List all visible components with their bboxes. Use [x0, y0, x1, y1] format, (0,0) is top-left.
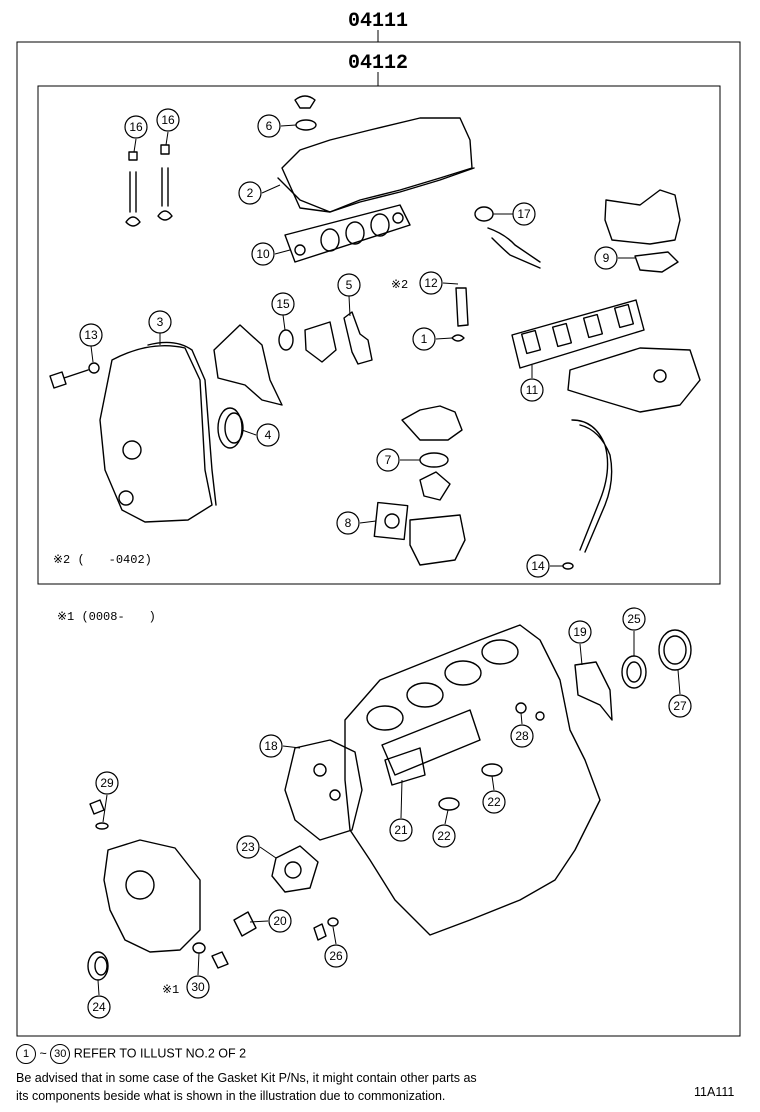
callout-8: 8 [336, 511, 360, 535]
svg-text:16: 16 [129, 120, 143, 134]
svg-text:21: 21 [394, 823, 408, 837]
callout-30-note-mark: ※1 [162, 983, 179, 997]
callout-1: 1 [412, 327, 436, 351]
callout-12: 12 [419, 271, 443, 295]
range-separator: ~ [39, 1046, 47, 1061]
svg-text:2: 2 [247, 186, 254, 200]
callout-27: 27 [668, 694, 692, 718]
callout-29: 29 [95, 771, 119, 795]
callout-15: 15 [271, 292, 295, 316]
figure-id: 11A111 [694, 1085, 735, 1099]
callout-6: 6 [257, 114, 281, 138]
svg-text:28: 28 [515, 729, 529, 743]
svg-text:15: 15 [276, 297, 290, 311]
callout-12-note-mark: ※2 [391, 278, 408, 292]
callout-25: 25 [622, 607, 646, 631]
kit-number-inner: 04112 [348, 52, 408, 75]
callout-17: 17 [512, 202, 536, 226]
callout-2: 2 [238, 181, 262, 205]
svg-text:20: 20 [273, 914, 287, 928]
note-variant-1: ※1 (0008- ) [57, 610, 156, 624]
svg-text:23: 23 [241, 840, 255, 854]
leader-lines [90, 124, 681, 996]
callout-28: 28 [510, 724, 534, 748]
callout-26: 26 [324, 944, 348, 968]
callout-16a: 16 [124, 115, 148, 139]
footer-advice-line-1: Be advised that in some case of the Gask… [16, 1071, 477, 1085]
svg-text:24: 24 [92, 1000, 106, 1014]
svg-text:7: 7 [385, 453, 392, 467]
footer-advice-line-2: its components beside what is shown in t… [16, 1089, 446, 1103]
svg-text:14: 14 [531, 559, 545, 573]
svg-text:29: 29 [100, 776, 114, 790]
footer-refer-line: 1 ~ 30 REFER TO ILLUST NO.2 OF 2 [16, 1044, 246, 1064]
inner-kit-frame [37, 85, 721, 585]
svg-text:13: 13 [84, 328, 98, 342]
callout-3: 3 [148, 310, 172, 334]
callout-18: 18 [259, 734, 283, 758]
svg-text:16: 16 [161, 113, 175, 127]
svg-text:25: 25 [627, 612, 641, 626]
callout-21: 21 [389, 818, 413, 842]
callout-19: 19 [568, 620, 592, 644]
svg-text:11: 11 [526, 383, 539, 397]
svg-text:19: 19 [573, 625, 587, 639]
callout-group-top: 16 16 6 2 17 10 9 5 ※2 12 15 3 13 1 11 4… [79, 108, 618, 578]
range-start-callout: 1 [16, 1044, 36, 1064]
svg-text:6: 6 [266, 119, 273, 133]
svg-text:1: 1 [421, 332, 428, 346]
range-end-callout: 30 [50, 1044, 71, 1064]
callout-7: 7 [376, 448, 400, 472]
callout-9: 9 [594, 246, 618, 270]
callout-22b: 22 [432, 824, 456, 848]
svg-text:12: 12 [424, 276, 438, 290]
svg-text:22: 22 [437, 829, 451, 843]
part-sketches-bottom [87, 624, 692, 981]
svg-text:26: 26 [329, 949, 343, 963]
svg-text:27: 27 [673, 699, 687, 713]
part-sketches-top [49, 95, 701, 570]
callout-group-bottom: 19 25 27 28 18 22 22 21 29 23 20 26 24 ※… [87, 607, 692, 1019]
svg-text:5: 5 [346, 278, 353, 292]
callout-13: 13 [79, 323, 103, 347]
svg-text:22: 22 [487, 795, 501, 809]
svg-text:9: 9 [603, 251, 610, 265]
kit-number-outer: 04111 [348, 10, 408, 33]
callout-10: 10 [251, 242, 275, 266]
callout-4: 4 [256, 423, 280, 447]
svg-text:4: 4 [265, 428, 272, 442]
callout-30: 30 [186, 975, 210, 999]
svg-text:30: 30 [191, 980, 205, 994]
callout-22a: 22 [482, 790, 506, 814]
note-variant-2: ※2 ( -0402) [53, 553, 152, 567]
callout-11: 11 [520, 378, 544, 402]
outer-kit-frame [16, 41, 741, 1037]
svg-text:10: 10 [256, 247, 270, 261]
svg-text:3: 3 [157, 315, 164, 329]
svg-text:8: 8 [345, 516, 352, 530]
svg-text:17: 17 [517, 207, 531, 221]
callout-23: 23 [236, 835, 260, 859]
callout-20: 20 [268, 909, 292, 933]
svg-text:18: 18 [264, 739, 278, 753]
callout-16b: 16 [156, 108, 180, 132]
callout-5: 5 [337, 273, 361, 297]
callout-24: 24 [87, 995, 111, 1019]
callout-14: 14 [526, 554, 550, 578]
refer-text: REFER TO ILLUST NO.2 OF 2 [73, 1046, 247, 1061]
